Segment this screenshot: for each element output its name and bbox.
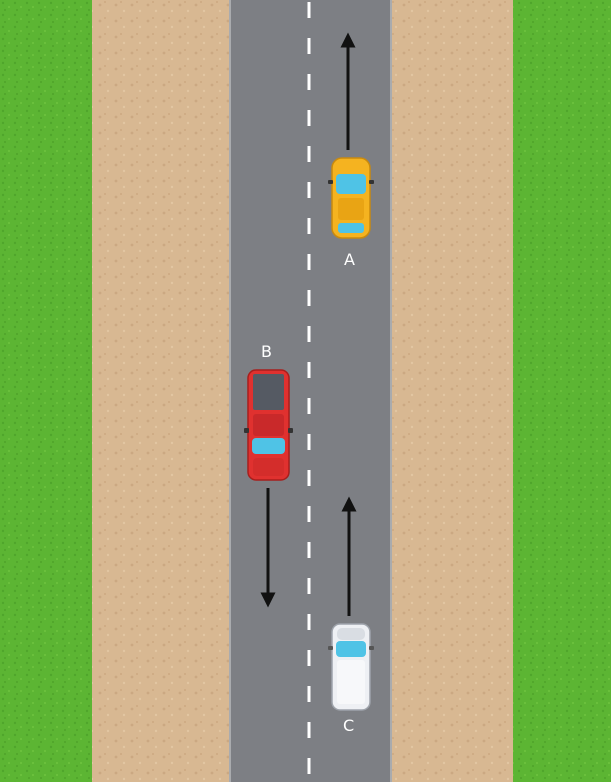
car-b (244, 370, 293, 480)
car-c (328, 624, 374, 710)
vehicle-label-a: A (344, 252, 355, 268)
grass-left (0, 0, 92, 782)
grass-right (513, 0, 611, 782)
dirt-shoulder-left (92, 0, 230, 782)
car-a (328, 158, 374, 238)
dirt-shoulder-right (391, 0, 513, 782)
vehicle-label-b: B (261, 344, 272, 360)
vehicle-label-c: C (343, 718, 354, 734)
